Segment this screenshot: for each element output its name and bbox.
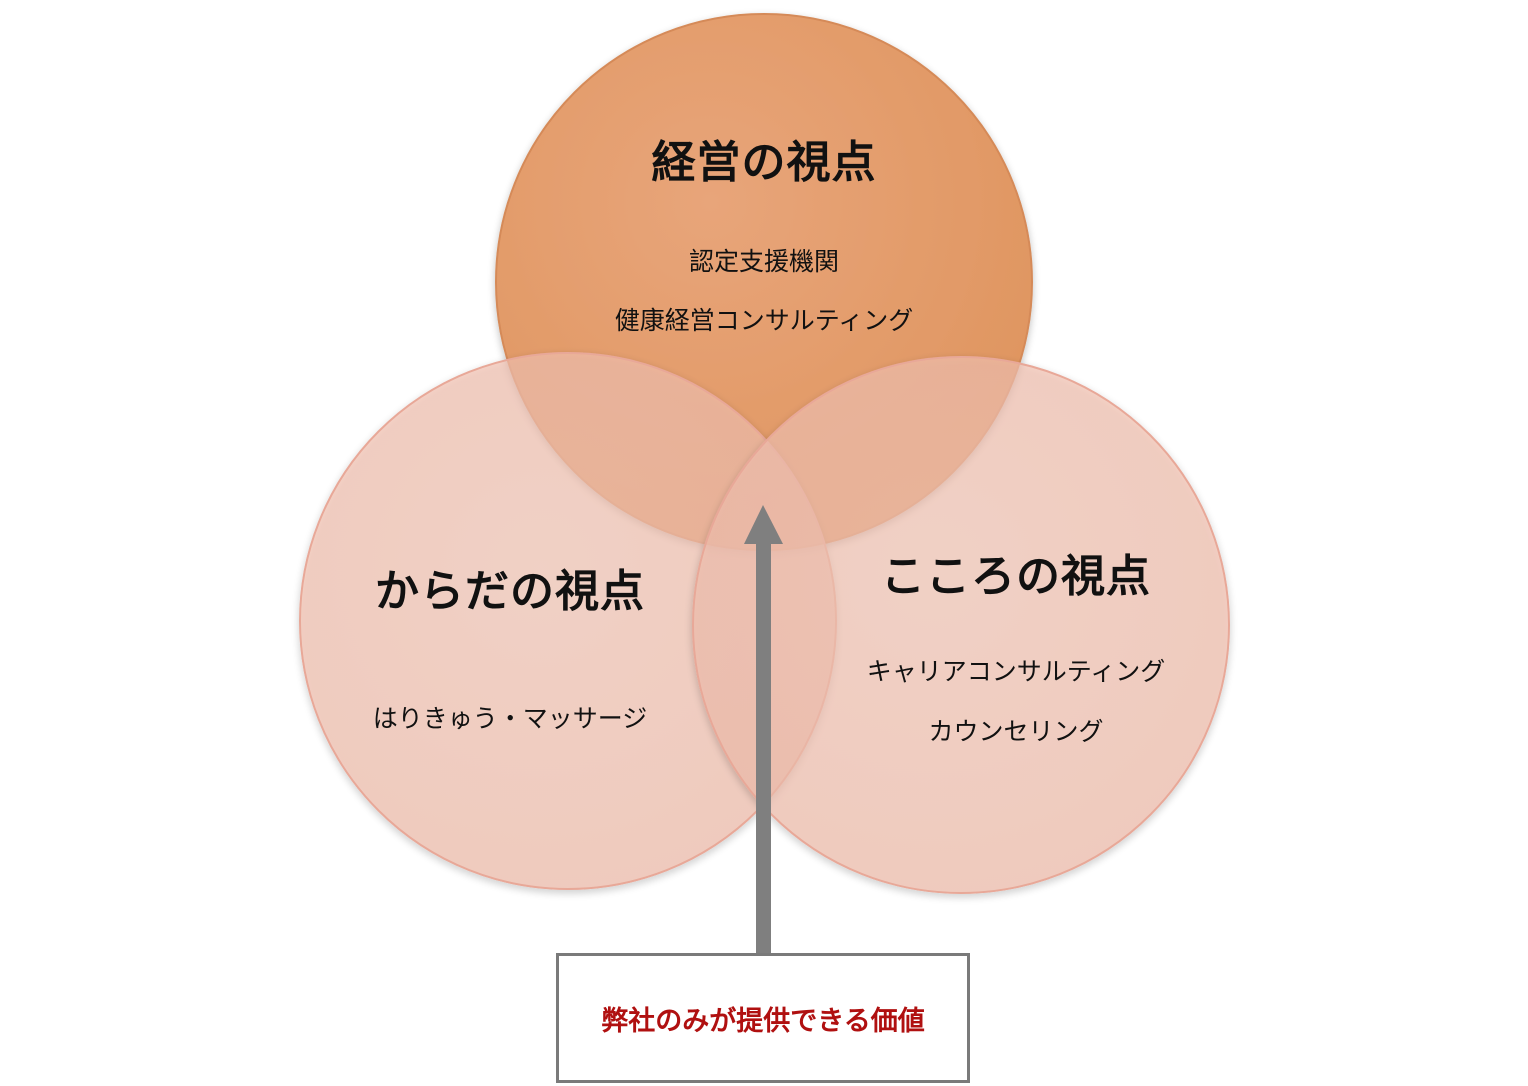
top-circle-item-1: 認定支援機関 xyxy=(688,247,840,276)
right-circle-title: こころの視点 xyxy=(881,551,1151,602)
right-circle-item-2: カウンセリング xyxy=(928,717,1104,746)
right-circle xyxy=(692,356,1230,894)
arrow-shaft xyxy=(756,540,771,954)
top-circle-item-2: 健康経営コンサルティング xyxy=(614,306,914,335)
value-callout-text: 弊社のみが提供できる価値 xyxy=(601,1005,925,1037)
left-circle-title: からだの視点 xyxy=(375,566,645,617)
value-callout-box: 弊社のみが提供できる価値 xyxy=(556,953,970,1083)
top-circle-title: 経営の視点 xyxy=(651,137,877,188)
arrow-head xyxy=(744,505,783,544)
right-circle-item-1: キャリアコンサルティング xyxy=(866,657,1166,686)
left-circle-item-1: はりきゅう・マッサージ xyxy=(372,704,648,733)
